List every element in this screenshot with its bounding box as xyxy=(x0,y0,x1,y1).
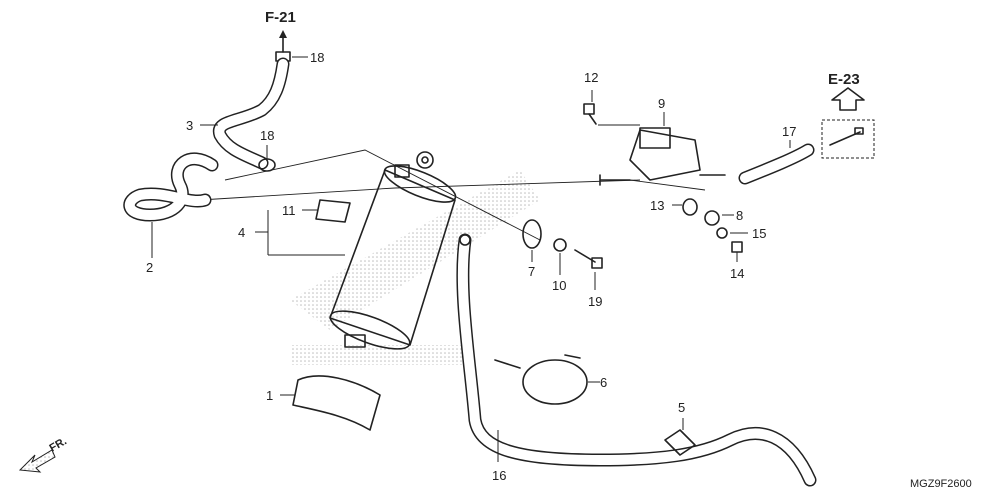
grommet-7 xyxy=(522,219,542,262)
ref-e23-label: E-23 xyxy=(828,71,860,88)
callout-14: 14 xyxy=(730,266,744,281)
callout-6: 6 xyxy=(600,375,607,390)
clip-5 xyxy=(664,418,696,456)
callout-18-mid: 18 xyxy=(260,128,274,143)
hose-3 xyxy=(200,57,290,170)
callout-4: 4 xyxy=(238,225,245,240)
label-sticker-11 xyxy=(302,199,351,223)
callout-19: 19 xyxy=(588,294,602,309)
e23-reference: E-23 xyxy=(821,71,875,159)
hose-2 xyxy=(123,152,219,258)
bolt-12 xyxy=(583,90,597,125)
callout-18-top: 18 xyxy=(310,50,324,65)
solenoid-valve-9 xyxy=(598,112,726,191)
washer-15 xyxy=(716,227,748,239)
bolt-19 xyxy=(574,249,603,290)
callout-5: 5 xyxy=(678,400,685,415)
clamp-18-mid xyxy=(258,145,276,172)
clamp-band-6 xyxy=(494,354,600,405)
hose-16 xyxy=(456,233,817,487)
washer-10 xyxy=(553,238,567,275)
direction-label: FR. xyxy=(48,435,69,454)
canister xyxy=(329,151,457,350)
callout-1: 1 xyxy=(266,388,273,403)
callout-17: 17 xyxy=(782,124,796,139)
callout-3: 3 xyxy=(186,118,193,133)
front-direction-arrow: FR. xyxy=(18,435,69,473)
diagram-code: MGZ9F2600 xyxy=(910,478,972,490)
cap-13 xyxy=(672,198,698,216)
callout-labels: 18 3 18 11 4 2 1 16 6 5 7 10 19 12 9 13 … xyxy=(146,50,796,483)
callout-15: 15 xyxy=(752,226,766,241)
callout-9: 9 xyxy=(658,96,665,111)
callout-13: 13 xyxy=(650,198,664,213)
ref-f21-label: F-21 xyxy=(265,9,296,26)
callout-11: 11 xyxy=(282,203,296,218)
watermark-logo xyxy=(290,170,540,365)
callout-8: 8 xyxy=(736,208,743,223)
bracket-4 xyxy=(255,210,345,256)
callout-7: 7 xyxy=(528,264,535,279)
callout-2: 2 xyxy=(146,260,153,275)
band-1 xyxy=(280,375,381,431)
nut-14 xyxy=(731,241,743,262)
callout-12: 12 xyxy=(584,70,598,85)
callout-16: 16 xyxy=(492,468,506,483)
hose-17 xyxy=(738,140,815,185)
f21-reference: F-21 xyxy=(265,9,296,53)
grommet-8 xyxy=(704,210,734,226)
callout-10: 10 xyxy=(552,278,566,293)
